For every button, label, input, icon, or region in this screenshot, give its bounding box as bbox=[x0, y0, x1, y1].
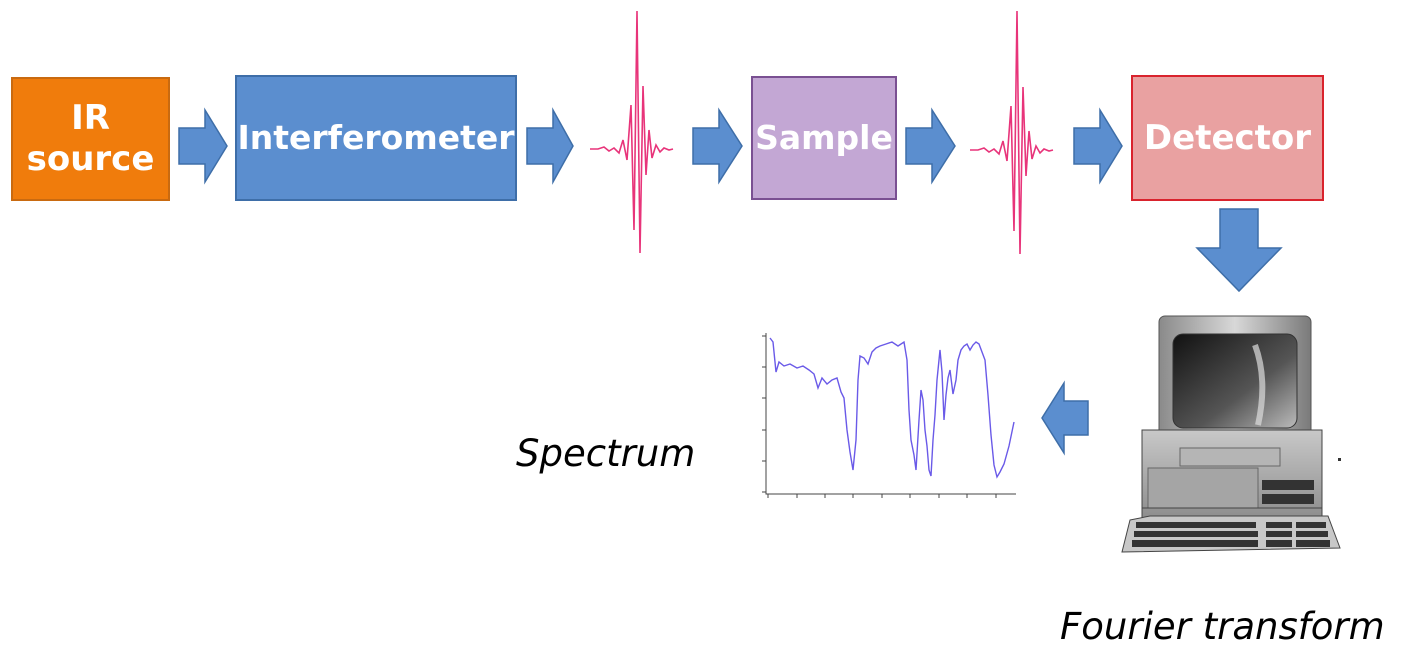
fourier-transform-caption: Fourier transform bbox=[1060, 605, 1385, 648]
arrow-left-icon bbox=[1041, 380, 1089, 456]
arrow-down-icon bbox=[1195, 208, 1283, 293]
interferometer-block: Interferometer bbox=[235, 75, 517, 201]
interferometer-label: Interferometer bbox=[237, 118, 515, 158]
interferogram-icon bbox=[590, 10, 674, 254]
computer-icon bbox=[1121, 315, 1341, 553]
ir-source-label-line2: source bbox=[26, 139, 155, 179]
arrow-right-icon bbox=[178, 107, 228, 185]
arrow-right-icon bbox=[1073, 107, 1123, 185]
arrow-right-icon bbox=[526, 107, 574, 185]
sample-block: Sample bbox=[751, 76, 897, 200]
interferogram-icon bbox=[970, 10, 1054, 255]
spectrum-caption: Spectrum bbox=[516, 432, 696, 475]
sample-label: Sample bbox=[755, 118, 893, 158]
spectrum-plot-icon bbox=[762, 333, 1016, 498]
detector-label: Detector bbox=[1143, 117, 1312, 158]
ir-source-block: IR source bbox=[11, 77, 170, 201]
ir-source-label-line1: IR bbox=[71, 98, 110, 139]
arrow-right-icon bbox=[692, 107, 743, 185]
detector-block: Detector bbox=[1131, 75, 1324, 201]
arrow-right-icon bbox=[905, 107, 956, 185]
